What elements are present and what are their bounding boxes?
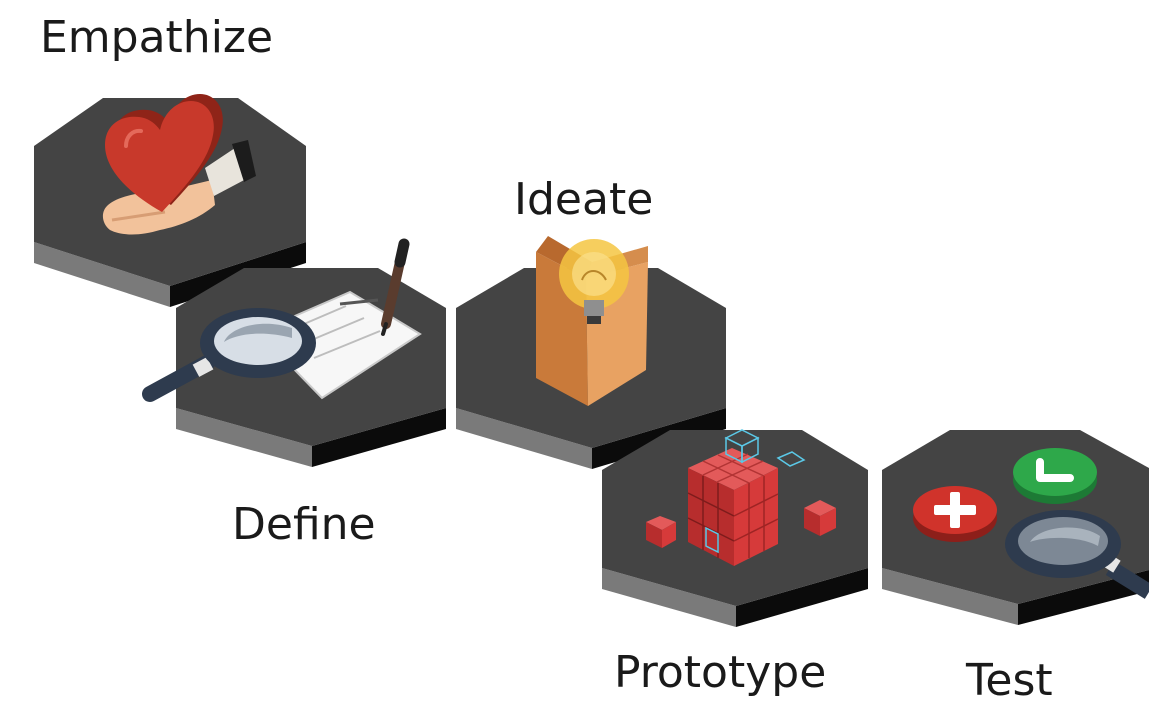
- cube-blocks-icon: [646, 429, 836, 566]
- tile-prototype-right-side: [736, 568, 868, 627]
- tile-empathize-left-side: [34, 242, 170, 307]
- magnifier-over-notepad-icon: [142, 238, 422, 402]
- tile-test-right-side: [1018, 570, 1149, 625]
- tile-ideate-left-side: [456, 408, 592, 469]
- tile-prototype-left-side: [602, 568, 736, 627]
- heart-in-hand-icon: [102, 94, 256, 235]
- plus-check-magnifier-icon: [913, 448, 1149, 599]
- stage-label-ideate: Ideate: [514, 174, 654, 225]
- stage-label-define: Define: [232, 499, 376, 550]
- tile-define-left-side: [176, 408, 312, 467]
- stage-label-test: Test: [966, 655, 1053, 706]
- tile-define-right-side: [312, 408, 446, 467]
- tile-test-left-side: [882, 568, 1018, 625]
- lightbulb-in-box-icon: [536, 236, 648, 406]
- stage-label-empathize: Empathize: [40, 12, 274, 63]
- stage-label-prototype: Prototype: [614, 647, 827, 698]
